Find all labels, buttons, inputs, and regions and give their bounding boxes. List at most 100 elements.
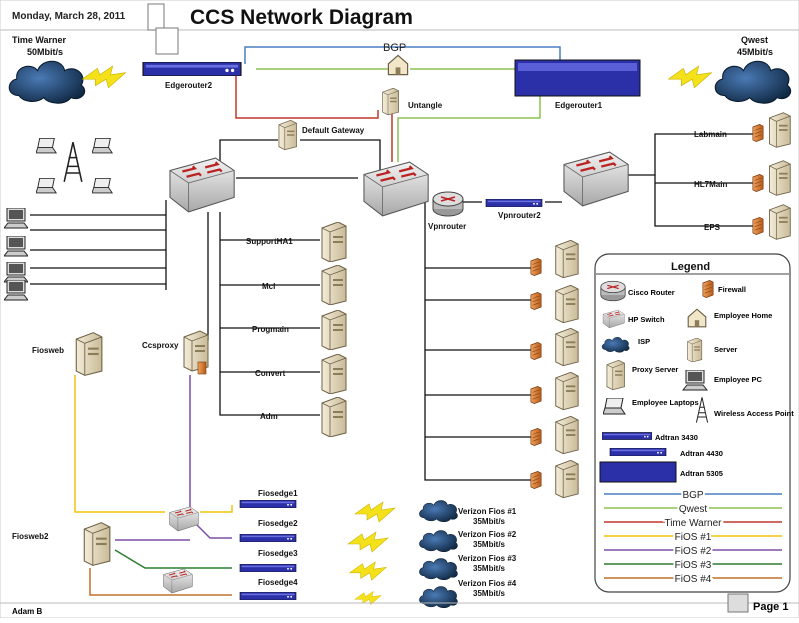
server-icon (769, 112, 791, 148)
qwest-line-3 (397, 96, 541, 162)
edgerouter2-node: Edgerouter2 (142, 62, 242, 90)
page-icon (727, 593, 749, 613)
server-icon (83, 522, 111, 566)
fios2-line-a (175, 375, 191, 513)
firewall-icon (752, 174, 764, 192)
legend-proxy-server: Proxy Server (632, 365, 678, 374)
laptop-icon (36, 138, 57, 154)
house-icon (387, 54, 409, 76)
laptop-icon (603, 398, 626, 415)
hl7main-label: HL7Main (694, 180, 727, 189)
laptop-icon (36, 178, 57, 194)
default-gateway-label: Default Gateway (302, 126, 365, 135)
adtran-5305-panel (518, 63, 637, 71)
wireless-tower-icon (63, 142, 83, 182)
supportha1-label: SupportHA1 (246, 237, 293, 246)
mcl-label: Mcl (262, 282, 275, 291)
qwest-isp: Qwest 45Mbit/s (668, 35, 792, 104)
page-number: Page 1 (753, 601, 788, 613)
adtran-icon (239, 592, 297, 600)
server-icon (555, 285, 579, 323)
qwest-name: Qwest (741, 35, 768, 45)
legend-employee-laptops: Employee Laptops (632, 398, 699, 407)
labmain-label: Labmain (694, 130, 727, 139)
firewall-icon (530, 428, 542, 446)
connections (30, 46, 760, 596)
time-warner-speed: 50Mbit/s (27, 47, 63, 57)
legend-server: Server (714, 345, 737, 354)
legend-firewall: Firewall (718, 285, 746, 294)
time-warner-isp: Time Warner 50Mbit/s (8, 35, 126, 104)
time-warner-name: Time Warner (12, 35, 67, 45)
author-label: Adam B (12, 607, 42, 616)
legend-line-label: FiOS #3 (675, 560, 712, 571)
firewall-icon (752, 217, 764, 235)
header-page-icon-2 (155, 27, 179, 55)
server-icon (321, 397, 347, 437)
legend-line-label: Qwest (679, 504, 708, 515)
fiosedge1-label: Fiosedge1 (258, 489, 298, 498)
proxy-badge-icon (197, 361, 207, 375)
fios3-line (114, 549, 232, 569)
cloud-icon (419, 500, 458, 522)
edgerouter1-label: Edgerouter1 (555, 101, 603, 110)
server-icon (321, 222, 347, 262)
fios2-name: Verizon Fios #2 (458, 530, 517, 539)
qwest-speed: 45Mbit/s (737, 47, 773, 57)
bgp-line (244, 46, 561, 64)
adtran-icon (142, 62, 242, 76)
fios4-speed: 35Mbit/s (473, 589, 506, 598)
lightning-icon (354, 501, 396, 523)
laptop-icon (92, 138, 113, 154)
lightning-icon (82, 65, 126, 89)
legend-employee-pc: Employee PC (714, 375, 763, 384)
date-label: Monday, March 28, 2011 (12, 11, 126, 22)
server-icon (555, 460, 579, 498)
adtran-icon (239, 534, 297, 542)
firewall-icon (530, 471, 542, 489)
legend-isp: ISP (638, 337, 650, 346)
cloud-icon (8, 60, 86, 104)
firewall-icon (530, 258, 542, 276)
firewall-icon (530, 292, 542, 310)
edgerouter1-node: Edgerouter1 (514, 59, 641, 110)
server-icon (382, 88, 400, 115)
adtran-icon (485, 199, 543, 207)
legend-line-label: FiOS #1 (675, 532, 712, 543)
legend-hp-switch: HP Switch (628, 315, 665, 324)
vpnrouter-label: Vpnrouter (428, 222, 466, 231)
fiosedge4-label: Fiosedge4 (258, 578, 298, 587)
legend-line-label: FiOS #4 (675, 574, 712, 585)
fios1-line-a (74, 375, 165, 513)
hp-switch-icon (169, 506, 199, 532)
adtran-5305-icon (599, 461, 677, 483)
firewall-icon (752, 124, 764, 142)
server-icon (769, 204, 791, 240)
cisco-router-icon (600, 280, 626, 302)
legend-employee-home: Employee Home (714, 311, 772, 320)
server-icon (278, 120, 297, 150)
server-icon (555, 372, 579, 410)
legend-line-label: Time Warner (664, 518, 722, 529)
employee-pc-icon (4, 208, 28, 229)
fios1-speed: 35Mbit/s (473, 517, 506, 526)
fios2-speed: 35Mbit/s (473, 540, 506, 549)
hp-switch-icon (362, 160, 430, 218)
adtran-3430-icon (602, 432, 652, 440)
legend-adtran-3430: Adtran 3430 (655, 433, 698, 442)
server-icon (687, 338, 703, 362)
fios3-name: Verizon Fios #3 (458, 554, 517, 563)
bgp-label: BGP (383, 42, 406, 54)
employee-pc-icon (4, 280, 28, 301)
adtran-4430-icon (609, 448, 667, 456)
fios4-name: Verizon Fios #4 (458, 579, 517, 588)
cloud-icon (419, 530, 458, 552)
legend-adtran-4430: Adtran 4430 (680, 449, 723, 458)
laptop-icon (92, 178, 113, 194)
adtran-icon (239, 500, 297, 508)
server-icon (555, 328, 579, 366)
proxy-server-icon (606, 360, 625, 390)
fiosweb-label: Fiosweb (32, 346, 64, 355)
